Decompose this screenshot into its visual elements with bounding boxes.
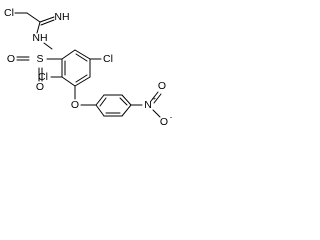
bond-layer — [14, 12, 162, 118]
ring1-bond-4-inner — [75, 74, 88, 83]
bond-c-nh-imine-2 — [40, 19, 55, 26]
bond-c-nh-amide — [36, 21, 41, 34]
ring2-bond-3-inner — [119, 97, 128, 106]
ring2-bond-6 — [95, 104, 105, 117]
ring1-bond-2-inner — [75, 53, 88, 62]
atom-sulfonyl-o-left: O — [7, 53, 15, 65]
atom-nitro-o-bottom: O — [160, 116, 168, 128]
atom-sulfonyl-o-bottom: O — [36, 81, 44, 93]
bond-n-o-bottom — [152, 109, 161, 118]
atom-cl-left: Cl — [38, 71, 48, 83]
ring1-bond-1 — [61, 49, 76, 60]
atom-ether-o: O — [71, 99, 79, 111]
atom-cl-right: Cl — [103, 53, 113, 65]
ring2-bond-4 — [121, 104, 132, 117]
bond-c-nh-imine-1 — [39, 16, 55, 23]
ring1-bond-5 — [61, 76, 76, 87]
atom-nitro-o-charge: - — [170, 115, 173, 122]
atom-cl-top: Cl — [4, 7, 14, 19]
ring2-bond-1 — [95, 94, 105, 106]
bond-nh-s — [43, 42, 53, 50]
atom-nitro-n: N — [144, 99, 152, 111]
bond-ch2-c — [26, 12, 41, 23]
atom-label-layer: Cl NH NH S O O Cl Cl O N + O O - — [4, 7, 173, 128]
atom-nitro-n-charge: + — [152, 96, 156, 103]
bond-n-o-top-1 — [150, 91, 159, 102]
ring2-bond-1-inner — [99, 97, 107, 107]
atom-nitro-o-top: O — [158, 80, 166, 92]
ring1-bond-2 — [74, 49, 91, 60]
atom-sulfur: S — [36, 53, 43, 65]
ring2-bond-3 — [121, 94, 132, 106]
ring1-bond-4 — [74, 76, 91, 87]
molecule-structure-diagram: Cl NH NH S O O Cl Cl O N + O O - — [4, 7, 173, 128]
atom-imine-nh: NH — [54, 11, 69, 23]
atom-sulfonamide-nh: NH — [32, 32, 47, 44]
bond-n-o-top-2 — [153, 93, 162, 104]
